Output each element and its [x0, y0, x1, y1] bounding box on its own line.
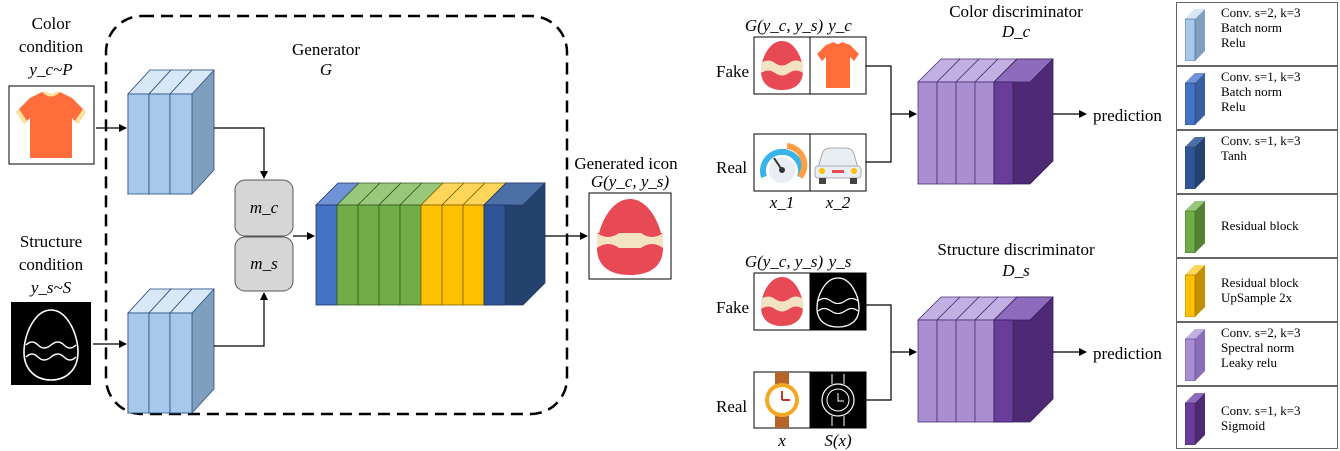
- legend-swatch-icon: [1185, 265, 1205, 317]
- generator-boundary: [104, 14, 569, 416]
- arrow-real-to-structure-merge: [866, 352, 892, 401]
- arrow-fake-to-color-merge: [866, 65, 892, 114]
- color-discriminator-title: Color discriminator: [949, 2, 1083, 21]
- structure-condition-formula: y_s~S: [30, 278, 72, 297]
- color-discriminator-fake-pair: [753, 36, 867, 95]
- x2-label: x_2: [825, 193, 851, 212]
- sigmoid-conv-layer: [993, 58, 1054, 185]
- sigmoid-conv-layer: [993, 296, 1054, 423]
- legend-item: Residual block: [1176, 194, 1338, 258]
- structure-condition-label-line2: condition: [18, 255, 84, 274]
- structure-discriminator-real-pair: [753, 371, 867, 429]
- arrow-real-to-color-merge: [866, 114, 892, 163]
- conv-layer: [315, 182, 360, 306]
- arrow-fake-to-structure-merge: [866, 304, 892, 352]
- legend-swatch-icon: [1185, 137, 1205, 189]
- structure-disc-real-label: Real: [716, 397, 748, 416]
- color-disc-condition-header: y_c: [828, 16, 852, 35]
- arrow-encoder-to-mc: [214, 127, 268, 179]
- spectral-conv-layer: [955, 296, 999, 423]
- color-discriminator-layers: [917, 58, 1054, 185]
- legend-swatch-icon: [1185, 201, 1205, 253]
- conv-stride2-layer: [169, 69, 215, 195]
- color-encoder-layers: [127, 68, 215, 196]
- s-x-label: S(x): [824, 431, 852, 450]
- generated-icon-formula: G(y_c, y_s): [590, 172, 670, 191]
- structure-disc-condition-header: y_s: [828, 252, 852, 271]
- egg-structure-icon: [11, 302, 91, 385]
- structure-disc-prediction: prediction: [1093, 344, 1162, 363]
- generator-decoder-layers: [315, 182, 546, 306]
- generated-egg-icon: [588, 192, 672, 280]
- x-label: x: [778, 431, 786, 450]
- conv-stride2-layer: [148, 287, 193, 415]
- conv-stride2-layer: [169, 288, 215, 414]
- color-disc-fake-label: Fake: [716, 62, 750, 81]
- m-s-block: [234, 236, 294, 292]
- structure-disc-fake-header: G(y_c, y_s): [744, 252, 824, 271]
- arrow-encoder-to-ms: [214, 292, 268, 347]
- spectral-conv-layer: [917, 296, 961, 423]
- generator-title: Generator: [292, 40, 360, 59]
- legend-swatch-icon: [1185, 73, 1205, 125]
- color-disc-real-label: Real: [716, 158, 748, 177]
- legend-swatch-icon: [1185, 9, 1205, 61]
- upsample-residual-layer: [441, 182, 486, 306]
- structure-disc-fake-label: Fake: [716, 298, 750, 317]
- structure-discriminator-fake-pair: [753, 272, 867, 331]
- generated-icon-title: Generated icon: [574, 154, 678, 173]
- structure-encoder-layers: [127, 287, 215, 415]
- residual-block-layer: [378, 182, 423, 306]
- tshirt-icon: [8, 85, 95, 165]
- conv-stride2-layer: [148, 68, 193, 196]
- generator-symbol: G: [319, 60, 333, 79]
- m-c-label: m_c: [249, 198, 279, 217]
- residual-block-layer: [357, 182, 402, 306]
- upsample-residual-layer: [462, 182, 507, 306]
- spectral-conv-layer: [936, 296, 980, 423]
- color-condition-label-line2: condition: [18, 37, 84, 56]
- color-disc-prediction: prediction: [1093, 106, 1162, 125]
- structure-condition-label-line1: Structure: [19, 232, 83, 251]
- residual-block-layer: [336, 182, 381, 306]
- conv-stride2-layer: [127, 287, 172, 415]
- conv-tanh-layer: [483, 182, 546, 306]
- color-disc-fake-header: G(y_c, y_s): [744, 16, 824, 35]
- structure-discriminator-layers: [917, 296, 1054, 423]
- legend-swatch-icon: [1185, 393, 1205, 445]
- legend-swatch-icon: [1185, 329, 1205, 381]
- residual-block-layer: [399, 182, 444, 306]
- color-discriminator-symbol: D_c: [1001, 22, 1031, 41]
- color-condition-label-line1: Color: [31, 14, 71, 33]
- conv-stride2-layer: [127, 68, 172, 196]
- m-s-label: m_s: [250, 254, 278, 273]
- structure-discriminator-title: Structure discriminator: [937, 240, 1095, 259]
- color-condition-formula: y_c~P: [29, 60, 73, 79]
- m-c-block: [234, 179, 294, 237]
- structure-discriminator-symbol: D_s: [1002, 261, 1030, 280]
- x1-label: x_1: [769, 193, 795, 212]
- color-discriminator-real-pair: [753, 133, 867, 192]
- spectral-conv-layer: [974, 58, 1018, 185]
